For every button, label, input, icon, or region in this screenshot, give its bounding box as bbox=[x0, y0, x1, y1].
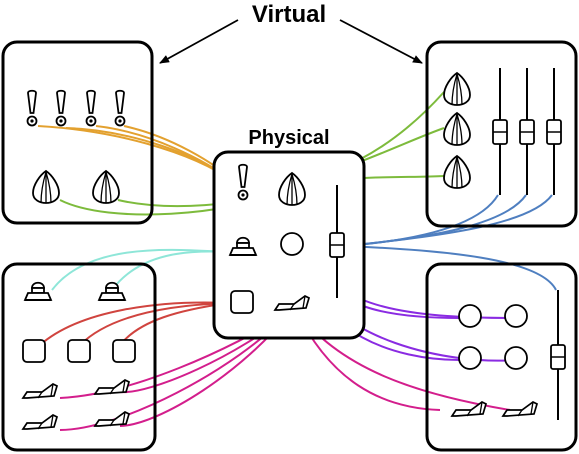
circle-button-icon bbox=[504, 346, 528, 370]
bottom-left-controls bbox=[22, 281, 136, 430]
circle-button-icon bbox=[280, 232, 304, 256]
physical-title: Physical bbox=[248, 127, 329, 149]
knob-icon bbox=[443, 72, 471, 106]
red-connections bbox=[39, 301, 229, 346]
knob-icon bbox=[32, 170, 60, 204]
circle-button-icon bbox=[458, 304, 482, 328]
virtual-title: Virtual bbox=[252, 1, 326, 28]
slider-icon bbox=[546, 119, 562, 145]
knob-icon bbox=[92, 170, 120, 204]
rocker-switch-icon bbox=[94, 379, 130, 395]
knob-icon bbox=[443, 155, 471, 189]
square-button-icon bbox=[22, 339, 46, 363]
virtual-arrows bbox=[159, 19, 423, 64]
square-button-icon bbox=[67, 339, 91, 363]
blue-connections bbox=[344, 194, 557, 291]
cyan-connections bbox=[51, 248, 229, 291]
rocker-switch-icon bbox=[94, 411, 130, 427]
panel-top-right bbox=[425, 40, 578, 228]
toggle-switch-icon bbox=[114, 89, 126, 127]
toggle-switch-icon bbox=[55, 89, 67, 127]
panel-top-left bbox=[1, 40, 154, 225]
slider-icon bbox=[329, 232, 345, 258]
slider-icon bbox=[550, 344, 566, 370]
toggle-switch-icon bbox=[26, 89, 38, 127]
orange-connections bbox=[37, 125, 237, 184]
square-button-icon bbox=[112, 339, 136, 363]
panel-bottom-right bbox=[425, 262, 578, 452]
panel-bottom-left bbox=[1, 262, 157, 452]
circle-button-icon bbox=[458, 346, 482, 370]
square-button-icon bbox=[230, 290, 254, 314]
rocker-switch-icon bbox=[22, 383, 58, 399]
rocker-switch-icon bbox=[22, 414, 58, 430]
bottom-right-controls bbox=[451, 290, 566, 420]
arcade-button-icon bbox=[98, 281, 126, 301]
physical-controls bbox=[229, 163, 345, 314]
top-right-controls bbox=[443, 68, 562, 195]
top-left-controls bbox=[26, 89, 126, 204]
knob-icon bbox=[443, 112, 471, 146]
slider-icon bbox=[519, 119, 535, 145]
circle-button-icon bbox=[504, 304, 528, 328]
slider-icon bbox=[492, 119, 508, 145]
toggle-switch-icon bbox=[85, 89, 97, 127]
rocker-switch-icon bbox=[451, 401, 487, 417]
arcade-button-icon bbox=[24, 281, 52, 301]
